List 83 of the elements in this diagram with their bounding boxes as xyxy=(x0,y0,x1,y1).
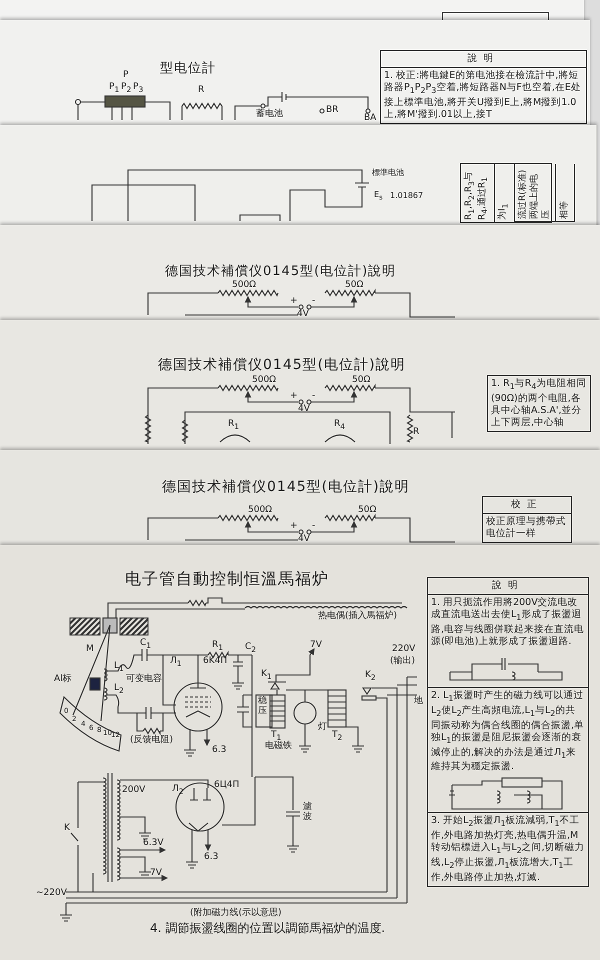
circuit-label: 6.3V xyxy=(143,839,164,849)
circuit-label: 稳压 xyxy=(258,697,268,717)
component-label: M xyxy=(86,645,94,655)
sheet-title: 电子管自動控制恒溫馬福炉 xyxy=(125,570,329,588)
circuit-label: 50Ω xyxy=(345,281,364,291)
component-label: Л$_{1}$ xyxy=(170,657,182,668)
note-text: 相等 xyxy=(556,164,575,222)
circuit-label: 標準电池 xyxy=(372,169,404,178)
component-label: P$_{2}$ xyxy=(121,83,132,94)
component-label: E$_{s}$ xyxy=(374,191,383,202)
circuit-label: 500Ω xyxy=(248,506,272,516)
note-text: 校正原理与携帶式电位計一样 xyxy=(485,515,567,541)
circuit-label: 4V xyxy=(297,310,309,320)
paper-sheet xyxy=(0,545,600,960)
component-label: P$_{1}$ xyxy=(109,83,120,94)
circuit-label: (输出) xyxy=(390,657,416,667)
circuit-label: 50Ω xyxy=(358,506,376,516)
component-label: C$_{1}$ xyxy=(140,639,152,650)
sheet-title: 德国技术補償仪0145型(电位計)說明 xyxy=(158,358,406,374)
circuit-label: 4V xyxy=(298,405,310,415)
circuit-label: 地 xyxy=(414,697,423,707)
sheet-title: 德国技术補償仪0145型(电位計)說明 xyxy=(162,480,410,496)
circuit-label: 热电偶(插入馬福炉) xyxy=(318,612,398,622)
note-text: 1. 用只扼流作用將200V交流电改成直流电送出去使L$_{1}$形成了振盪迴路,电容与线圈併联起来接在直流电源(即电池)上就形成了振盪迴路. xyxy=(430,596,586,649)
circuit-label: + xyxy=(290,522,298,532)
component-label: R xyxy=(198,86,204,96)
note-heading: 說明 xyxy=(381,51,586,68)
component-label: R$_{1}$ xyxy=(212,641,224,652)
component-label: R xyxy=(413,428,420,438)
circuit-label: 4V xyxy=(298,535,310,545)
circuit-label: 500Ω xyxy=(232,281,256,291)
circuit-label: 6.3 xyxy=(212,746,226,756)
circuit-label: 6.3 xyxy=(204,853,218,863)
circuit-label: 6Ц4П xyxy=(214,781,240,791)
circuit-label: 7V xyxy=(150,869,162,879)
component-label: P$_{3}$ xyxy=(133,83,144,94)
component-label: C$_{2}$ xyxy=(245,643,256,654)
circuit-label: - xyxy=(312,392,316,402)
note-text: 1. 校正:將电鍵E的第电池接在檢流計中,將短路器P$_{1}$P$_{2}$P$_{3}$空着,將短路器N与F也空着,在E处接上標準电池,將开关U撥到E上,將M撥到1.0上,將M'撥到.01以上,接T xyxy=(383,69,582,122)
circuit-label: + xyxy=(290,392,298,402)
circuit-label: 蓄电池 xyxy=(256,110,283,120)
component-label: R$_{1}$ xyxy=(228,420,240,432)
note-text: 流过R(标准)两端上的电压 xyxy=(514,164,556,222)
sheet-title: 型电位計 xyxy=(160,62,216,76)
circuit-label: 濾波 xyxy=(303,803,313,823)
circuit-label: 500Ω xyxy=(252,376,276,386)
circuit-label: 220V xyxy=(392,645,416,655)
note-text: 2. L$_{1}$振盪时产生的磁力线可以通过L$_{2}$使L$_{2}$产生高頻电流,L$_{1}$与L$_{2}$的共同振动称为偶合线圈的偶合振盪,单独L$_{1}$的振盪是阻尼振盪会逐渐的衰減停止的,解决的办法是通过Л$_{1}$来維持其为穩定振盪. xyxy=(428,686,588,776)
circuit-label: 6K4П xyxy=(203,657,228,667)
component-label: K xyxy=(64,824,70,834)
note-text: 1. R$_{1}$与R$_{4}$为电阻相同(90Ω)的两个电阻,各具中心轴A.S.A',並分上下两层,中心轴 xyxy=(490,377,588,430)
component-label: Al标 xyxy=(54,675,72,685)
note-box xyxy=(380,50,587,124)
component-label: L$_{2}$ xyxy=(114,684,124,696)
component-label: BR xyxy=(326,106,338,116)
caption-text: (附加磁力线(示以意思) xyxy=(190,909,282,919)
circuit-label: - xyxy=(312,297,316,307)
circuit-label: 可变电容 xyxy=(126,675,162,685)
component-label: T$_{2}$ xyxy=(332,731,342,742)
circuit-label: 200V xyxy=(122,786,146,796)
sheet-title: 德国技术補償仪0145型(电位計)說明 xyxy=(165,265,396,280)
circuit-label: 灯 xyxy=(318,723,327,733)
component-label: T$_{1}$ xyxy=(271,731,282,742)
component-label: L$_{1}$ xyxy=(114,662,124,674)
component-label: BA xyxy=(364,114,376,124)
circuit-label: 7V xyxy=(310,641,322,651)
circuit-label: ~220V xyxy=(36,889,67,899)
component-label: P xyxy=(123,71,128,81)
circuit-label: 1.01867 xyxy=(390,192,424,201)
circuit-label: - xyxy=(312,522,316,532)
note-heading: 說明 xyxy=(428,578,588,595)
component-label: K$_{1}$ xyxy=(261,670,272,682)
component-label: K$_{2}$ xyxy=(365,671,376,682)
circuit-label: + xyxy=(290,297,298,307)
note-box xyxy=(427,577,589,888)
component-label: R$_{4}$ xyxy=(334,420,346,432)
circuit-label: (反馈电阻) xyxy=(130,736,174,746)
note-text: 3. 开始L$_{2}$振盪Л$_{1}$板流減弱,T$_{1}$不工作,外电路加热灯亮,热电偶升温,M转动铝標进入L$_{1}$与L$_{2}$之间,切断磁力线,L$_{2}$停止振盪,Л$_{1}$板流增大,T$_{1}$工作,外电路停止加热,灯滅. xyxy=(428,812,588,886)
caption-text: 4. 調節振盪线圈的位置以調節馬福炉的温度. xyxy=(150,922,386,936)
circuit-label: 电磁铁 xyxy=(265,742,292,752)
circuit-label: 50Ω xyxy=(352,376,370,386)
note-box xyxy=(482,496,572,543)
note-heading: 校正 xyxy=(483,497,571,514)
